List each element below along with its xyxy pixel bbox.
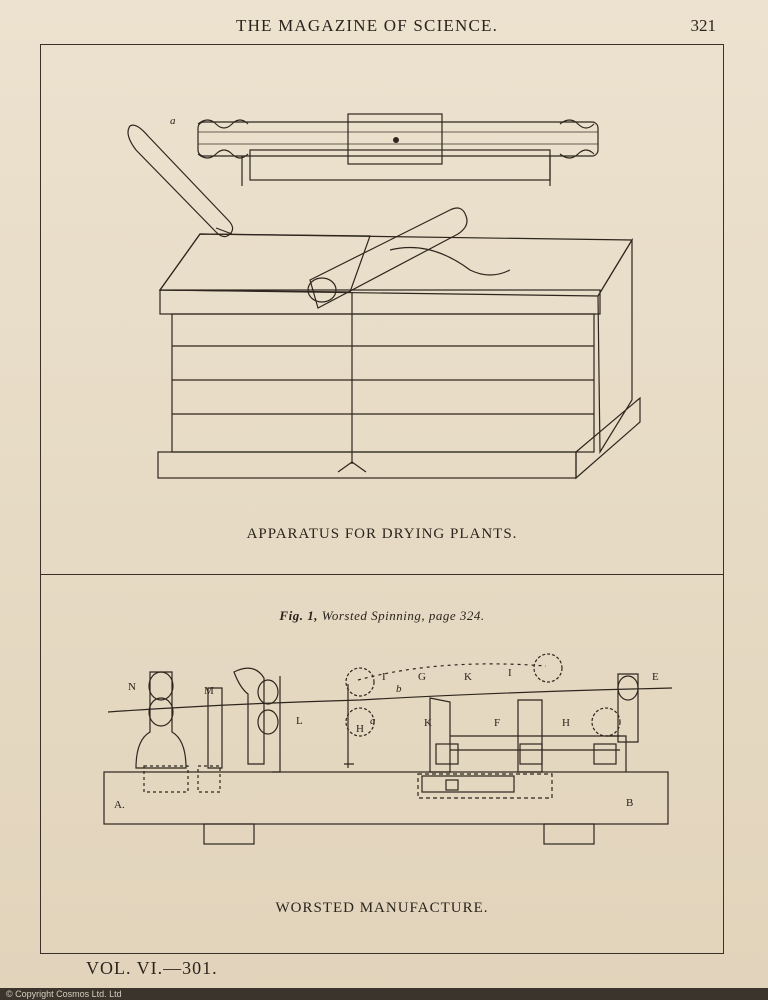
label-N: N [128,681,136,693]
page-number: 321 [690,16,717,35]
running-head: THE MAGAZINE OF SCIENCE. 321 [0,16,768,42]
caption-drying-plants: APPARATUS FOR DRYING PLANTS. [246,526,518,542]
figure-title: Worsted Spinning, page 324. [321,608,485,623]
drying-box [157,233,641,480]
figure-divider [40,574,724,575]
running-title: THE MAGAZINE OF SCIENCE. [236,16,499,35]
figure-number: Fig. 1, [279,608,318,623]
volume-line: VOL. VI.—301. [86,958,218,978]
label-I-1: I [382,671,386,683]
label-H-1: H [356,723,364,735]
figure-label: Fig. 1, Worsted Spinning, page 324. [40,608,724,624]
label-G: G [418,671,426,683]
label-E: E [652,671,659,683]
label-K-2: K [424,717,432,729]
label-M: M [204,685,214,697]
label-b: b [396,683,402,695]
label-I-2: I [508,667,512,679]
label-K-1: K [464,671,472,683]
roller-detail [197,113,599,186]
label-F: F [494,717,500,729]
handle-a: a [127,115,234,238]
label-A: A. [114,799,125,811]
copyright-stamp: © Copyright Cosmos Ltd. Ltd [0,988,768,1000]
figure-frame [40,44,724,954]
drying-apparatus-engraving-icon: a [127,113,641,480]
worsted-spinning-machine-engraving-icon: N M L I b G K I E H a K F H A. B [103,653,673,845]
machine-base [103,765,669,845]
label-a-small: a [370,715,376,727]
label-B: B [626,797,633,809]
label-H-2: H [562,717,570,729]
label-a: a [170,115,176,127]
draft-apron [345,653,639,773]
roller-stands [135,667,354,773]
label-L: L [296,715,303,727]
machine-labels: N M L I b G K I E H a K F H A. B [114,667,659,811]
caption-worsted: WORSTED MANUFACTURE. [275,900,489,916]
